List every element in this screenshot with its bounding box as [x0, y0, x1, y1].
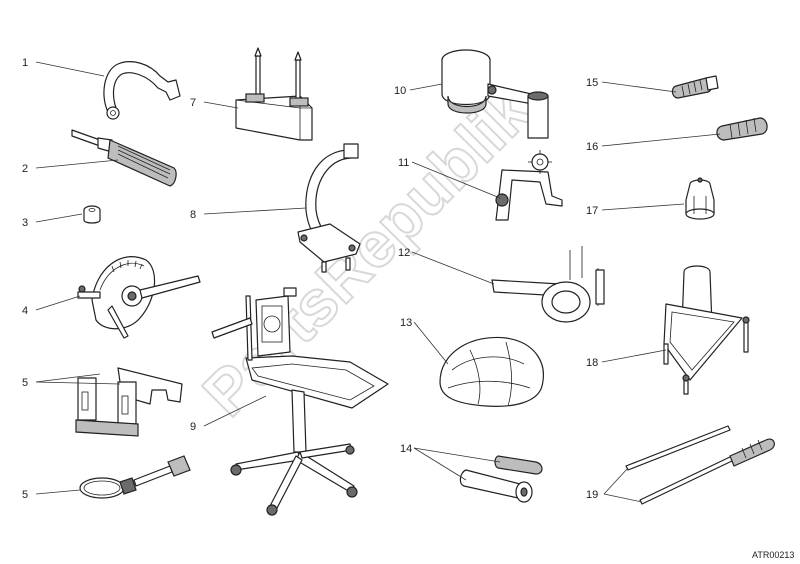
- callout-5b[interactable]: 5: [22, 489, 28, 501]
- tool-16-knurled-handle[interactable]: [716, 117, 768, 141]
- callout-1[interactable]: 1: [22, 57, 28, 69]
- leader-15: [601, 81, 677, 93]
- callout-14[interactable]: 14: [400, 443, 412, 455]
- leader-4: [35, 295, 81, 311]
- tool-12-cam-lock[interactable]: [491, 246, 605, 323]
- leader-18: [601, 349, 667, 363]
- tool-7-alignment-block[interactable]: [235, 47, 313, 141]
- callout-11[interactable]: 11: [398, 157, 409, 169]
- leader-13: [413, 321, 449, 365]
- leader-19a: [603, 467, 629, 495]
- callout-18[interactable]: 18: [586, 357, 598, 369]
- leader-14a: [413, 447, 501, 463]
- callout-8[interactable]: 8: [190, 209, 196, 221]
- tool-9-engine-stand[interactable]: [211, 287, 389, 516]
- callout-2[interactable]: 2: [22, 163, 28, 175]
- tool-19-rod-screwdriver[interactable]: [625, 425, 775, 505]
- tool-18-tripod-base[interactable]: [663, 265, 750, 395]
- leader-19b: [603, 493, 643, 503]
- leader-3: [35, 213, 83, 223]
- leader-12: [411, 251, 495, 285]
- callout-4[interactable]: 4: [22, 305, 28, 317]
- callout-15[interactable]: 15: [586, 77, 598, 89]
- callout-19[interactable]: 19: [586, 489, 598, 501]
- tool-5-timing-plates[interactable]: [75, 367, 183, 437]
- leader-17: [601, 203, 685, 211]
- callout-9[interactable]: 9: [190, 421, 196, 433]
- leader-5a-b: [35, 381, 121, 385]
- tool-8-arc-holder[interactable]: [297, 143, 361, 273]
- leader-5a: [35, 373, 101, 383]
- tool-2-punch[interactable]: [71, 129, 177, 187]
- callout-5a[interactable]: 5: [22, 377, 28, 389]
- tool-13-cover-bag[interactable]: [439, 336, 544, 407]
- tool-15-knurled-handle[interactable]: [671, 75, 719, 99]
- tool-10-flywheel-holder[interactable]: [441, 49, 549, 139]
- leader-16: [601, 133, 721, 147]
- leader-2: [35, 159, 119, 169]
- callout-16[interactable]: 16: [586, 141, 598, 153]
- callout-3[interactable]: 3: [22, 217, 28, 229]
- callout-10[interactable]: 10: [394, 85, 406, 97]
- leader-7: [203, 101, 239, 109]
- leader-10: [409, 83, 443, 91]
- callout-13[interactable]: 13: [400, 317, 412, 329]
- tool-17-puller-cup[interactable]: [685, 177, 715, 220]
- callout-12[interactable]: 12: [398, 247, 410, 259]
- tool-5b-strap-wrench[interactable]: [79, 455, 191, 499]
- reference-code: ATR00213: [752, 550, 794, 560]
- leader-8: [203, 207, 307, 215]
- leader-5b: [35, 489, 81, 495]
- tool-4-degree-wheel[interactable]: [77, 256, 201, 339]
- tool-3-bushing[interactable]: [83, 205, 101, 224]
- leader-9: [203, 395, 267, 427]
- callout-17[interactable]: 17: [586, 205, 598, 217]
- tool-14-handles[interactable]: [459, 455, 543, 503]
- leader-11: [411, 161, 501, 199]
- leader-1: [35, 61, 105, 77]
- leader-14b: [413, 447, 467, 481]
- callout-7[interactable]: 7: [190, 97, 196, 109]
- tool-1-hook-wrench[interactable]: [103, 61, 181, 120]
- tool-11-bracket[interactable]: [495, 150, 563, 221]
